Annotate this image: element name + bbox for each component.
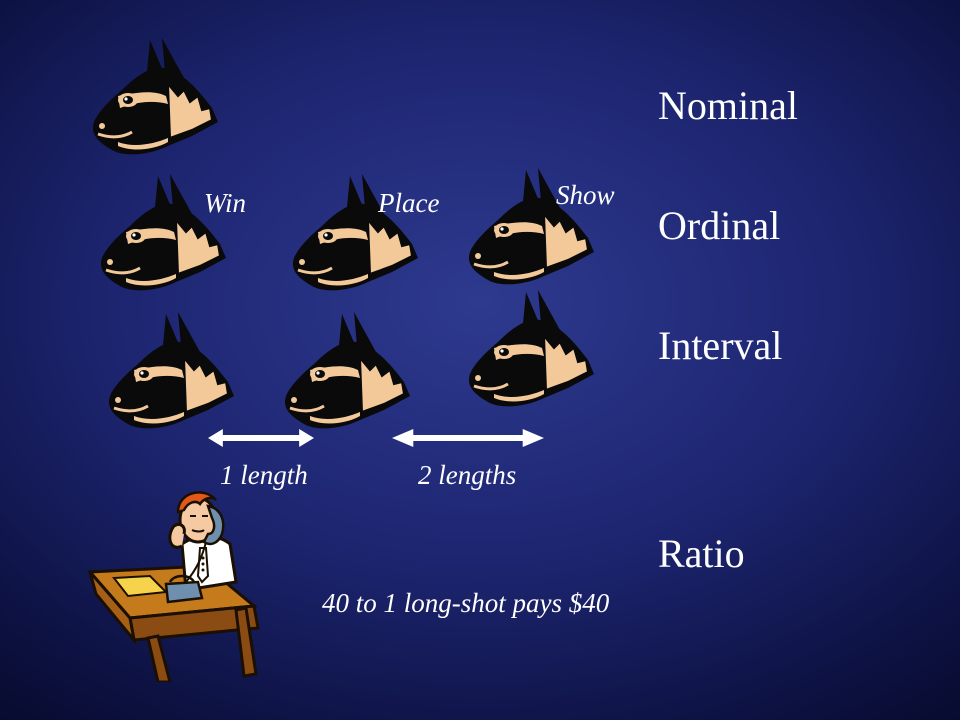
double-arrow-icon [208,428,314,448]
ratio-caption: 40 to 1 long-shot pays $40 [322,588,610,618]
level-ordinal: Ordinal [658,203,781,248]
arrow-one-length [208,428,314,448]
label-one-length: 1 length [220,460,308,490]
horse-head-icon [88,38,218,160]
horse-head-icon [464,290,594,412]
label-place: Place [378,188,440,218]
horse-interval-2 [280,312,410,434]
double-arrow-icon [392,428,544,448]
label-show: Show [556,180,615,210]
bettor-on-phone-clipart [86,486,266,682]
arrow-two-lengths [392,428,544,448]
horse-head-icon [104,312,234,434]
level-interval: Interval [658,323,783,368]
label-win: Win [204,188,247,218]
level-ratio: Ratio [658,531,745,576]
horse-head-icon [280,312,410,434]
horse-nominal [88,38,218,160]
horse-interval-3 [464,290,594,412]
horse-interval-1 [104,312,234,434]
label-two-lengths: 2 lengths [418,460,517,490]
level-nominal: Nominal [658,83,798,128]
